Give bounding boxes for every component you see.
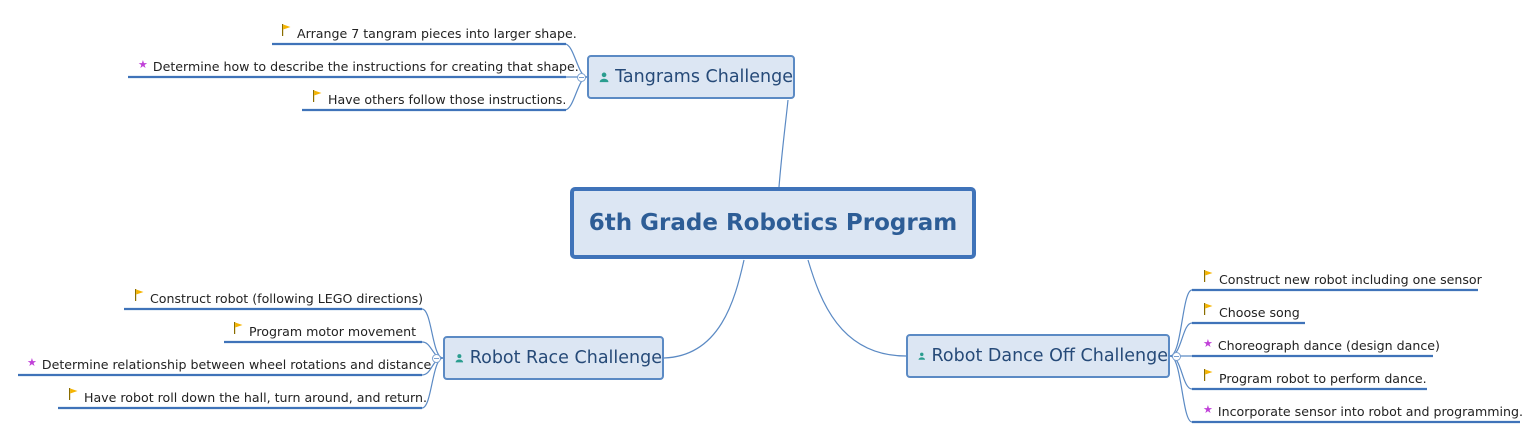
leaf-tangrams-3[interactable]: Have others follow those instructions.	[313, 90, 567, 107]
leaf-race-3[interactable]: ★ Determine relationship between wheel r…	[27, 356, 431, 372]
star-icon: ★	[27, 355, 37, 369]
leaf-dance-1[interactable]: Construct new robot including one sensor	[1204, 270, 1482, 287]
branch-title: Tangrams Challenge	[615, 67, 793, 87]
branch-title: Robot Dance Off Challenge	[931, 346, 1168, 366]
person-icon	[918, 352, 926, 360]
flag-icon	[69, 388, 78, 400]
branch-title: Robot Race Challenge	[469, 348, 662, 368]
flag-icon	[135, 289, 144, 301]
leaf-dance-4[interactable]: Program robot to perform dance.	[1204, 369, 1427, 386]
leaf-label: Choreograph dance (design dance)	[1217, 337, 1440, 353]
flag-icon	[1204, 270, 1213, 282]
leaf-dance-2[interactable]: Choose song	[1204, 303, 1300, 320]
collapse-toggle-dance[interactable]	[1172, 352, 1181, 361]
leaf-label: Have others follow those instructions.	[328, 91, 567, 107]
leaf-label: Incorporate sensor into robot and progra…	[1217, 403, 1523, 419]
leaf-label: Determine how to describe the instructio…	[152, 58, 579, 74]
leaf-label: Determine relationship between wheel rot…	[41, 356, 432, 372]
leaf-race-1[interactable]: Construct robot (following LEGO directio…	[135, 289, 424, 306]
leaf-dance-5[interactable]: ★ Incorporate sensor into robot and prog…	[1203, 403, 1523, 419]
person-icon	[455, 354, 464, 363]
leaf-label: Program robot to perform dance.	[1219, 370, 1427, 386]
flag-icon	[1204, 303, 1213, 315]
star-icon: ★	[1203, 336, 1213, 350]
central-topic[interactable]: 6th Grade Robotics Program	[570, 187, 976, 259]
star-icon: ★	[1203, 402, 1213, 416]
flag-icon	[234, 322, 243, 334]
connector-tangrams-leaf-3	[564, 76, 588, 111]
flag-icon	[1204, 369, 1213, 381]
branch-robot-race-challenge[interactable]: Robot Race Challenge	[443, 336, 664, 380]
leaf-race-2[interactable]: Program motor movement	[234, 322, 417, 339]
leaf-label: Arrange 7 tangram pieces into larger sha…	[297, 25, 577, 41]
leaf-label: Have robot roll down the hall, turn arou…	[84, 389, 427, 405]
connector-dance-leaf-5	[1169, 355, 1193, 423]
leaf-label: Construct new robot including one sensor	[1219, 271, 1482, 287]
collapse-toggle-tangrams[interactable]	[577, 73, 586, 82]
branch-tangrams-challenge[interactable]: Tangrams Challenge	[587, 55, 795, 99]
connector-central-race	[663, 259, 745, 359]
star-icon: ★	[138, 57, 148, 71]
flag-icon	[313, 90, 322, 102]
central-topic-label: 6th Grade Robotics Program	[588, 210, 958, 236]
collapse-toggle-race[interactable]	[432, 354, 441, 363]
connector-central-tangrams	[778, 99, 789, 188]
leaf-label: Program motor movement	[249, 323, 417, 339]
branch-robot-dance-off-challenge[interactable]: Robot Dance Off Challenge	[906, 334, 1170, 378]
leaf-dance-3[interactable]: ★ Choreograph dance (design dance)	[1203, 337, 1440, 353]
leaf-label: Construct robot (following LEGO directio…	[150, 290, 424, 306]
leaf-label: Choose song	[1219, 304, 1300, 320]
connector-central-dance	[807, 259, 907, 357]
connector-dance-leaf-1	[1169, 289, 1193, 357]
leaf-tangrams-1[interactable]: Arrange 7 tangram pieces into larger sha…	[282, 24, 577, 41]
leaf-race-4[interactable]: Have robot roll down the hall, turn arou…	[69, 388, 427, 405]
leaf-tangrams-2[interactable]: ★ Determine how to describe the instruct…	[138, 58, 579, 74]
person-icon	[599, 72, 609, 83]
flag-icon	[282, 24, 291, 36]
